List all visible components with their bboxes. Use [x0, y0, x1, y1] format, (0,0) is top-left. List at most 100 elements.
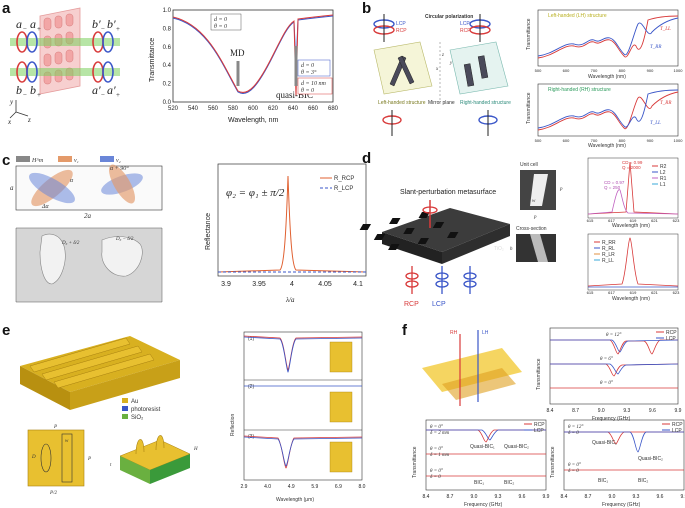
panel-label-b: b — [362, 0, 372, 17]
panel-f-bottom-right-plot: θ = 12° δ = 0 θ = 0° δ = 0 Quasi-BIC₁ Qu… — [550, 419, 685, 508]
x-tick-label: 615 — [587, 290, 594, 295]
panel-label-e: e — [2, 322, 11, 339]
annot-bl-1: δ = 2 mm — [430, 431, 450, 436]
curve-f-bl-blue — [426, 429, 546, 441]
x-tick-label: 4.9 — [288, 484, 295, 490]
label-rcp-d: RCP — [404, 301, 419, 308]
panel-f-top-plot: θ = 12° θ = 6° θ = 0° RCP LCP Transmitta… — [536, 327, 682, 422]
label-side-a: a — [10, 184, 14, 192]
x-tick-label: 6.9 — [335, 484, 342, 490]
curve-e1-blue — [243, 336, 363, 373]
x-tick-label: 620 — [268, 106, 279, 112]
legend-sio2: SiO₂ — [131, 415, 144, 421]
legend-v2: v₂ — [116, 158, 121, 164]
plot-b-bot-title: Right-handed (RH) structure — [548, 87, 611, 93]
dim-h: h — [510, 247, 513, 252]
annot-br-0: θ = 12° — [568, 425, 583, 430]
label-aprime-plus-sub: + — [116, 91, 120, 99]
label-unit-cell: Unit cell — [520, 162, 538, 168]
label-side-2a: 2a — [84, 212, 92, 220]
label-lcp-left: LCP — [396, 21, 406, 27]
x-tick-label: 621 — [651, 290, 658, 295]
panel-b-schematic: Circular polarization LCP RCP LCP RCP Mi… — [373, 14, 511, 136]
y-tick-label: 0.2 — [163, 82, 172, 88]
label-mirror-plane: Mirror plane — [428, 100, 455, 106]
label-right-handed: Right-handed structure — [460, 100, 511, 106]
dim-p-bottom: p — [533, 215, 537, 220]
legend-top-line2: θ = 0 — [214, 24, 227, 30]
plot-d-top-xlabel: Wavelength (nm) — [612, 223, 650, 229]
x-tick-label: 680 — [328, 106, 339, 112]
x-tick-label: 8.7 — [585, 494, 592, 500]
curve-b-bot-red — [537, 91, 679, 131]
curve-f-br-red — [564, 431, 684, 445]
y-tick-label: 0.0 — [163, 100, 172, 106]
x-tick-label: 9.6 — [657, 494, 664, 500]
equation-phi: φ₂ = φ₁ ± π/2 — [226, 187, 285, 199]
bic-br-1: BIC₁ — [598, 478, 608, 484]
label-cross-section: Cross-section — [516, 226, 547, 232]
y-tick-label: 1.0 — [163, 8, 172, 14]
panel-label-c: c — [2, 152, 11, 169]
label-a-plus-sub: + — [37, 25, 41, 33]
label-bprime-minus: b′ — [92, 17, 101, 31]
bic-bl-q2: Quasi-BIC₂ — [504, 444, 529, 450]
dim-P-right: P — [87, 457, 91, 462]
legend-bot-line2: θ = 0 — [301, 88, 314, 94]
label-bprime-minus-sub: − — [101, 25, 105, 33]
panel-d-plots: CD = 0.99 Q = 2000 CD = 0.97 Q = 250 R2 … — [587, 157, 680, 302]
plot-f-top-ylabel: Transmittance — [536, 358, 542, 390]
plot-b-bot-xlabel: Wavelength (nm) — [588, 143, 626, 149]
legend-f-bl-rcp: RCP — [534, 422, 545, 428]
bic-bl-q1: Quasi-BIC₁ — [470, 444, 495, 450]
dim-D: D — [31, 455, 36, 460]
dim-w-e: w — [65, 439, 69, 444]
annot-cd-097: CD = 0.97 — [604, 180, 625, 185]
annot-bl-4: θ = 0° — [430, 469, 443, 474]
angle-6: θ = 6° — [600, 357, 613, 362]
x-tick-label: 700 — [591, 138, 598, 143]
x-tick-label: 617 — [608, 290, 615, 295]
x-tick-label: 560 — [208, 106, 219, 112]
x-tick-label: 900 — [647, 68, 654, 73]
legend-f-top-lcp: LCP — [666, 336, 676, 342]
panel-b-plots: Left-handed (LH) structure T_LL T_RR Tra… — [526, 9, 683, 149]
bic-br-q1: Quasi-BIC₁ — [592, 440, 617, 446]
label-d0-plus: D₀ + δ/2 — [61, 241, 80, 246]
x-tick-label: 9.0 — [471, 494, 478, 500]
annot-bl-3: δ = 1 mm — [430, 453, 450, 458]
x-tick-label: 615 — [587, 218, 594, 223]
label-alpha: α — [70, 178, 74, 184]
x-tick-label: 640 — [288, 106, 299, 112]
label-alpha-90: α + 90° — [110, 165, 129, 172]
curve-d-bot-rrr — [587, 237, 679, 287]
label-b-minus-sub: − — [23, 91, 27, 99]
annot-bl-0: θ = 0° — [430, 425, 443, 430]
x-tick-label: 2.9 — [241, 484, 248, 490]
label-bprime-plus-sub: + — [116, 25, 120, 33]
x-tick-label: 9.9 — [543, 494, 550, 500]
dim-t: t — [110, 463, 112, 468]
dim-P-top: P — [53, 425, 57, 430]
label-rcp-left: RCP — [396, 28, 407, 34]
metasurface-blocks — [10, 7, 120, 95]
legend-rlcp: R_LCP — [334, 186, 353, 192]
plot-e-ylabel: Reflection — [230, 414, 236, 436]
y-tick-label: 0.4 — [163, 63, 172, 69]
label-trr-bot: T_RR — [660, 101, 671, 106]
legend-au: Au — [131, 399, 138, 405]
x-tick-label: 8.0 — [359, 484, 366, 490]
x-tick-label: 9.6 — [519, 494, 526, 500]
axis-x-b: x — [435, 67, 439, 72]
axis-y-b: y — [449, 61, 453, 66]
x-tick-label: 9.3 — [633, 494, 640, 500]
annot-md: MD — [230, 48, 245, 58]
bic-bl-1: BIC₁ — [474, 480, 484, 486]
label-delta-alpha: Δα — [41, 204, 50, 210]
panel-e-schematic: Au photoresist SiO₂ P P P/2 w D H t — [20, 336, 198, 496]
x-tick-label: 623 — [673, 218, 680, 223]
x-tick-label: 800 — [619, 138, 626, 143]
plot-c-ylabel: Reflectance — [205, 213, 212, 250]
plot-f-top-xlabel: Frequency (GHz) — [592, 416, 631, 422]
